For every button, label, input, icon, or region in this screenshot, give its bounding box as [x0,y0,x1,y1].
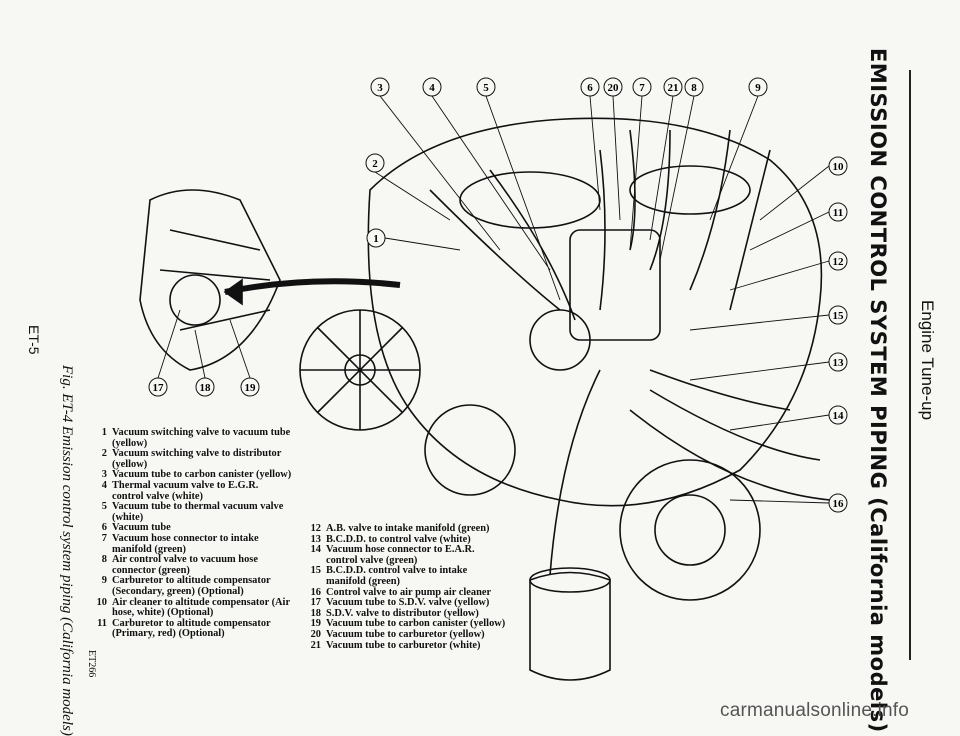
svg-text:11: 11 [833,207,843,219]
svg-text:16: 16 [833,498,845,510]
fan-blades [300,310,420,430]
inset-arrow [224,278,401,295]
svg-text:4: 4 [429,82,435,94]
engine-illustration: 3 4 5 6 20 7 21 8 9 2 1 10 11 12 15 13 1… [139,77,848,681]
svg-text:14: 14 [833,410,845,422]
callout-16: 16 [828,493,848,513]
rocker-cover [629,165,751,215]
callout-6: 6 [580,77,600,97]
svg-text:15: 15 [833,310,845,322]
callout-7: 7 [632,77,652,97]
svg-text:3: 3 [377,82,383,94]
callout-1: 1 [366,228,386,248]
callout-19: 19 [240,377,260,397]
alternator-pulley [424,404,516,496]
callout-9: 9 [748,77,768,97]
carbon-canister [529,571,611,681]
callout-18: 18 [195,377,215,397]
svg-text:21: 21 [668,82,679,94]
carburetor [569,229,661,341]
callout-8: 8 [684,77,704,97]
inset-arrow-head [223,278,243,306]
svg-text:19: 19 [245,382,257,394]
figure-code: ET266 [86,650,97,678]
air-pump-pulley [619,459,761,601]
svg-text:9: 9 [755,82,761,94]
engine-block [367,117,823,507]
canister-hose [549,369,601,576]
watermark: carmanualsonline.info [720,700,910,721]
inset-detail-outline [139,189,281,371]
callouts: 3 4 5 6 20 7 21 8 9 2 1 10 11 12 15 13 1… [148,77,848,513]
air-cleaner [459,171,601,229]
svg-text:12: 12 [833,256,845,268]
figure-caption: Fig. ET-4 Emission control system piping… [59,365,75,736]
svg-text:17: 17 [153,382,165,394]
callout-4: 4 [422,77,442,97]
callout-2: 2 [365,153,385,173]
callout-17: 17 [148,377,168,397]
page-number: ET-5 [26,325,42,355]
air-pump-hub [654,494,726,566]
callout-13: 13 [828,352,848,372]
page-heading: EMISSION CONTROL SYSTEM PIPING (Californ… [866,48,890,733]
right-side-hoses [629,369,831,501]
svg-text:10: 10 [833,161,845,173]
header-rule [909,70,911,660]
callout-21: 21 [663,77,683,97]
leader-lines [157,95,830,504]
callout-10: 10 [828,156,848,176]
inset-hoses [159,229,271,331]
svg-text:5: 5 [483,82,489,94]
sdv-valve [169,274,221,326]
svg-text:18: 18 [200,382,212,394]
callout-12: 12 [828,251,848,271]
svg-text:6: 6 [587,82,593,94]
callout-11: 11 [828,202,848,222]
svg-text:7: 7 [639,82,645,94]
svg-text:13: 13 [833,357,845,369]
callout-20: 20 [603,77,623,97]
callout-15: 15 [828,305,848,325]
canister-top [529,567,611,593]
callout-3: 3 [370,77,390,97]
callout-14: 14 [828,405,848,425]
svg-text:2: 2 [372,158,378,170]
svg-text:20: 20 [608,82,620,94]
svg-text:1: 1 [373,233,379,245]
section-title: Engine Tune-up [918,300,937,421]
svg-text:8: 8 [691,82,697,94]
callout-5: 5 [476,77,496,97]
